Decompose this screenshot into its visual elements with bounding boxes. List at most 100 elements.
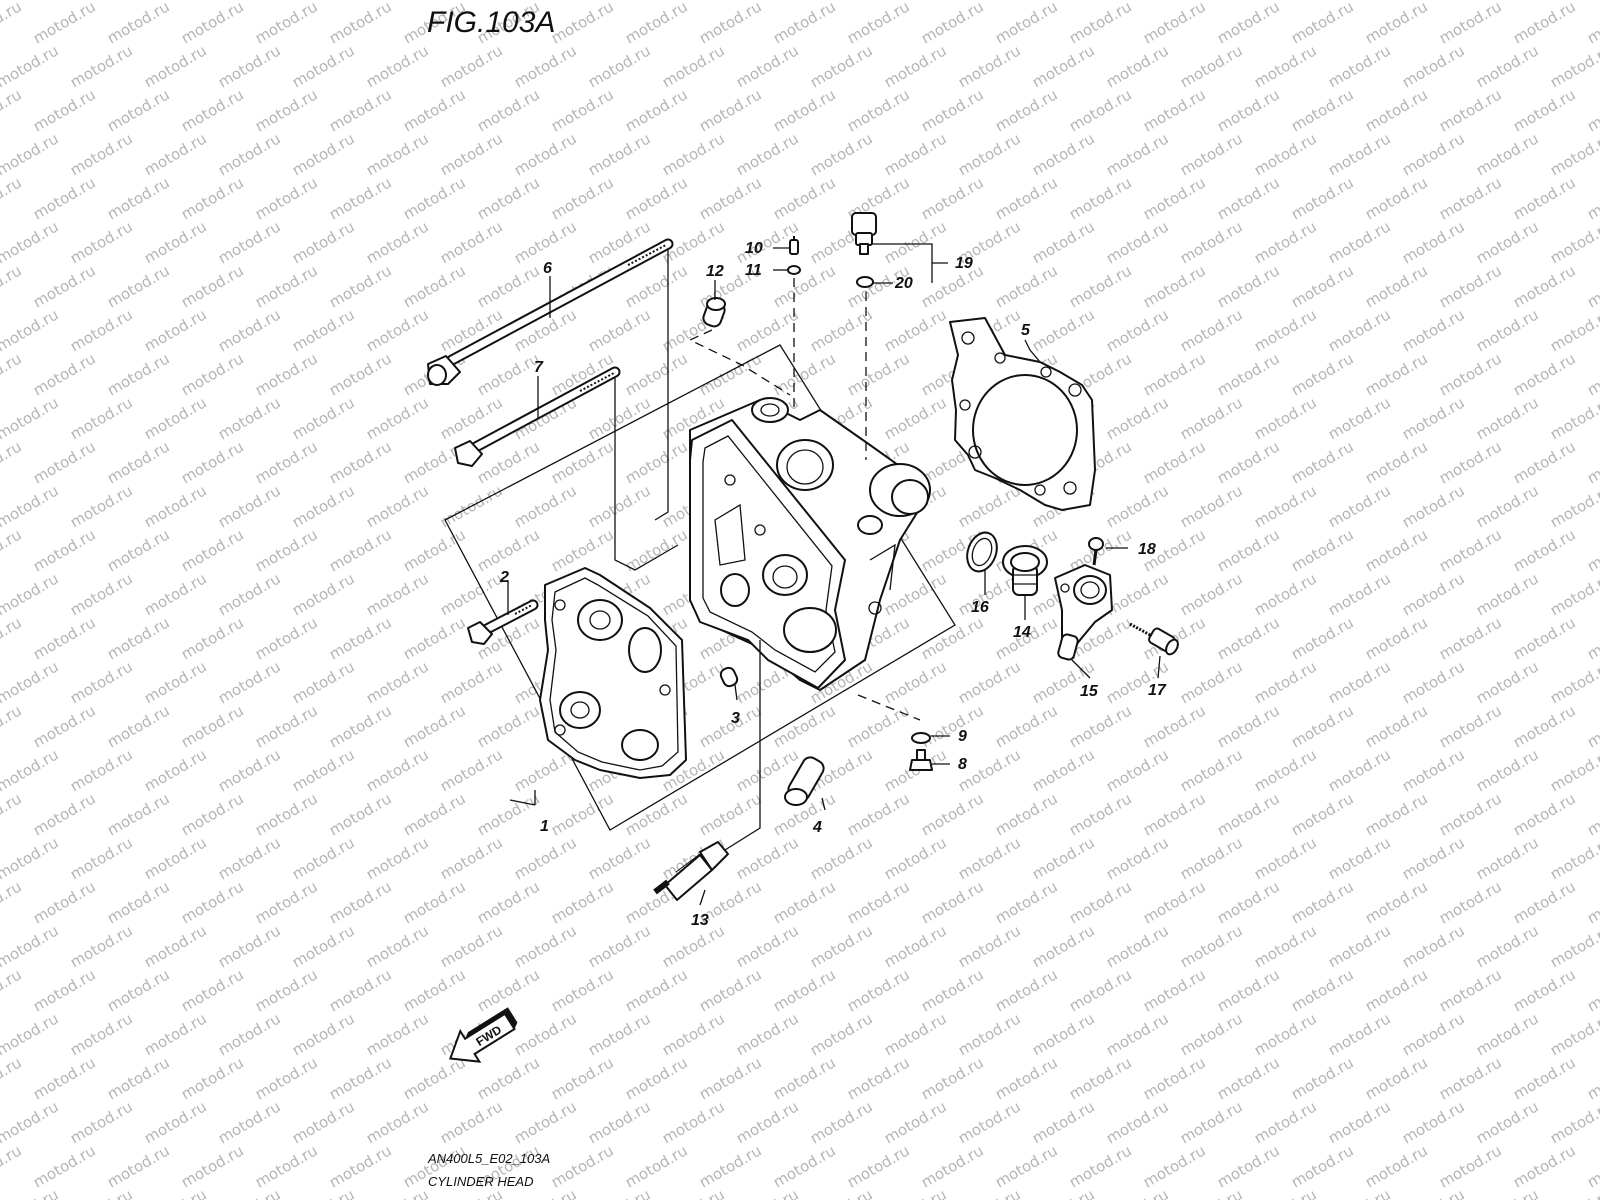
bolt-part-7[interactable] — [454, 366, 621, 467]
o-ring-part-11[interactable] — [787, 265, 801, 275]
watermark-text: motod.ru — [141, 657, 210, 707]
bolt-long-part-6[interactable] — [427, 238, 674, 386]
watermark-text: motod.ru — [1547, 569, 1600, 619]
temp-sensor-part-19[interactable] — [851, 212, 877, 255]
watermark-text: motod.ru — [992, 965, 1061, 1015]
watermark-text: motod.ru — [1473, 1185, 1542, 1200]
watermark-text: motod.ru — [1029, 833, 1098, 883]
watermark-text: motod.ru — [326, 965, 395, 1015]
bolt-part-18[interactable] — [1088, 537, 1104, 566]
spark-plug-part-13[interactable] — [653, 841, 729, 901]
watermark-text: motod.ru — [1103, 217, 1172, 267]
watermark-text: motod.ru — [1214, 1141, 1283, 1191]
watermark-text: motod.ru — [363, 569, 432, 619]
watermark-text: motod.ru — [807, 129, 876, 179]
watermark-text: motod.ru — [252, 613, 321, 663]
watermark-text: motod.ru — [1362, 85, 1431, 135]
gasket-part-5[interactable] — [949, 317, 1096, 511]
watermark-text: motod.ru — [1288, 789, 1357, 839]
watermark-text: motod.ru — [1325, 833, 1394, 883]
watermark-text: motod.ru — [918, 85, 987, 135]
watermark-text: motod.ru — [1029, 217, 1098, 267]
watermark-text: motod.ru — [0, 41, 62, 91]
watermark-text: motod.ru — [1473, 1009, 1542, 1059]
watermark-text: motod.ru — [178, 0, 247, 47]
watermark-text: motod.ru — [1584, 789, 1600, 839]
watermark-text: motod.ru — [1251, 833, 1320, 883]
watermark-text: motod.ru — [992, 0, 1061, 47]
watermark-text: motod.ru — [326, 349, 395, 399]
watermark-text: motod.ru — [548, 877, 617, 927]
dowel-part-3[interactable] — [719, 666, 739, 688]
watermark-text: motod.ru — [363, 0, 432, 3]
watermark-text: motod.ru — [104, 613, 173, 663]
watermark-text: motod.ru — [178, 261, 247, 311]
watermark-text: motod.ru — [585, 305, 654, 355]
watermark-text: motod.ru — [289, 1097, 358, 1147]
pipe-part-4[interactable] — [784, 754, 827, 806]
watermark-text: motod.ru — [1214, 701, 1283, 751]
watermark-text: motod.ru — [696, 173, 765, 223]
watermark-text: motod.ru — [1547, 129, 1600, 179]
watermark-text: motod.ru — [1140, 85, 1209, 135]
watermark-text: motod.ru — [1547, 393, 1600, 443]
watermark-text: motod.ru — [1584, 349, 1600, 399]
dowel-pin-part-12[interactable] — [701, 297, 726, 328]
watermark-text: motod.ru — [585, 1097, 654, 1147]
watermark-text: motod.ru — [585, 1185, 654, 1200]
watermark-text: motod.ru — [289, 129, 358, 179]
watermark-text: motod.ru — [659, 41, 728, 91]
thermostat-cover-part-15[interactable] — [1054, 564, 1113, 661]
callout-16: 16 — [971, 599, 989, 616]
watermark-text: motod.ru — [844, 877, 913, 927]
watermark-text: motod.ru — [1510, 1053, 1579, 1103]
watermark-text: motod.ru — [67, 657, 136, 707]
watermark-text: motod.ru — [1436, 613, 1505, 663]
watermark-text: motod.ru — [289, 1185, 358, 1200]
watermark-text: motod.ru — [1325, 129, 1394, 179]
watermark-text: motod.ru — [1103, 833, 1172, 883]
cam-holder-part-1[interactable] — [539, 567, 687, 779]
figure-code: AN400L5_E02_103A — [427, 1151, 550, 1166]
o-ring-part-16[interactable] — [962, 528, 1002, 575]
watermark-text: motod.ru — [1140, 1053, 1209, 1103]
watermark-text: motod.ru — [918, 1053, 987, 1103]
watermark-text: motod.ru — [0, 921, 62, 971]
watermark-text: motod.ru — [1510, 613, 1579, 663]
watermark-text: motod.ru — [918, 701, 987, 751]
watermark-text: motod.ru — [1436, 173, 1505, 223]
watermark-text: motod.ru — [881, 41, 950, 91]
watermark-text: motod.ru — [1436, 85, 1505, 135]
watermark-text: motod.ru — [215, 481, 284, 531]
sensor-gasket-part-20[interactable] — [856, 276, 874, 288]
watermark-text: motod.ru — [363, 657, 432, 707]
watermark-text: motod.ru — [0, 173, 25, 223]
watermark-text: motod.ru — [1584, 437, 1600, 487]
watermark-text: motod.ru — [992, 1053, 1061, 1103]
cylinder-head-part-1[interactable] — [689, 397, 931, 691]
watermark-text: motod.ru — [733, 0, 802, 3]
watermark-text: motod.ru — [511, 1097, 580, 1147]
watermark-text: motod.ru — [918, 965, 987, 1015]
bolt-part-8[interactable] — [909, 749, 933, 771]
watermark-text: motod.ru — [1547, 833, 1600, 883]
watermark-text: motod.ru — [992, 701, 1061, 751]
watermark-text: motod.ru — [289, 921, 358, 971]
watermark-text: motod.ru — [400, 613, 469, 663]
watermark-text: motod.ru — [30, 173, 99, 223]
bolt-part-17[interactable] — [1129, 622, 1180, 656]
watermark-text: motod.ru — [1325, 921, 1394, 971]
watermark-text: motod.ru — [696, 1053, 765, 1103]
watermark-text: motod.ru — [1362, 1053, 1431, 1103]
bolt-part-2[interactable] — [467, 599, 539, 645]
watermark-text: motod.ru — [992, 877, 1061, 927]
watermark-text: motod.ru — [807, 1009, 876, 1059]
union-part-10[interactable] — [789, 236, 799, 255]
watermark-text: motod.ru — [289, 217, 358, 267]
watermark-text: motod.ru — [955, 833, 1024, 883]
watermark-text: motod.ru — [1399, 393, 1468, 443]
watermark-text: motod.ru — [215, 129, 284, 179]
washer-part-9[interactable] — [911, 732, 931, 744]
watermark-text: motod.ru — [1362, 0, 1431, 47]
watermark-text: motod.ru — [1177, 0, 1246, 3]
